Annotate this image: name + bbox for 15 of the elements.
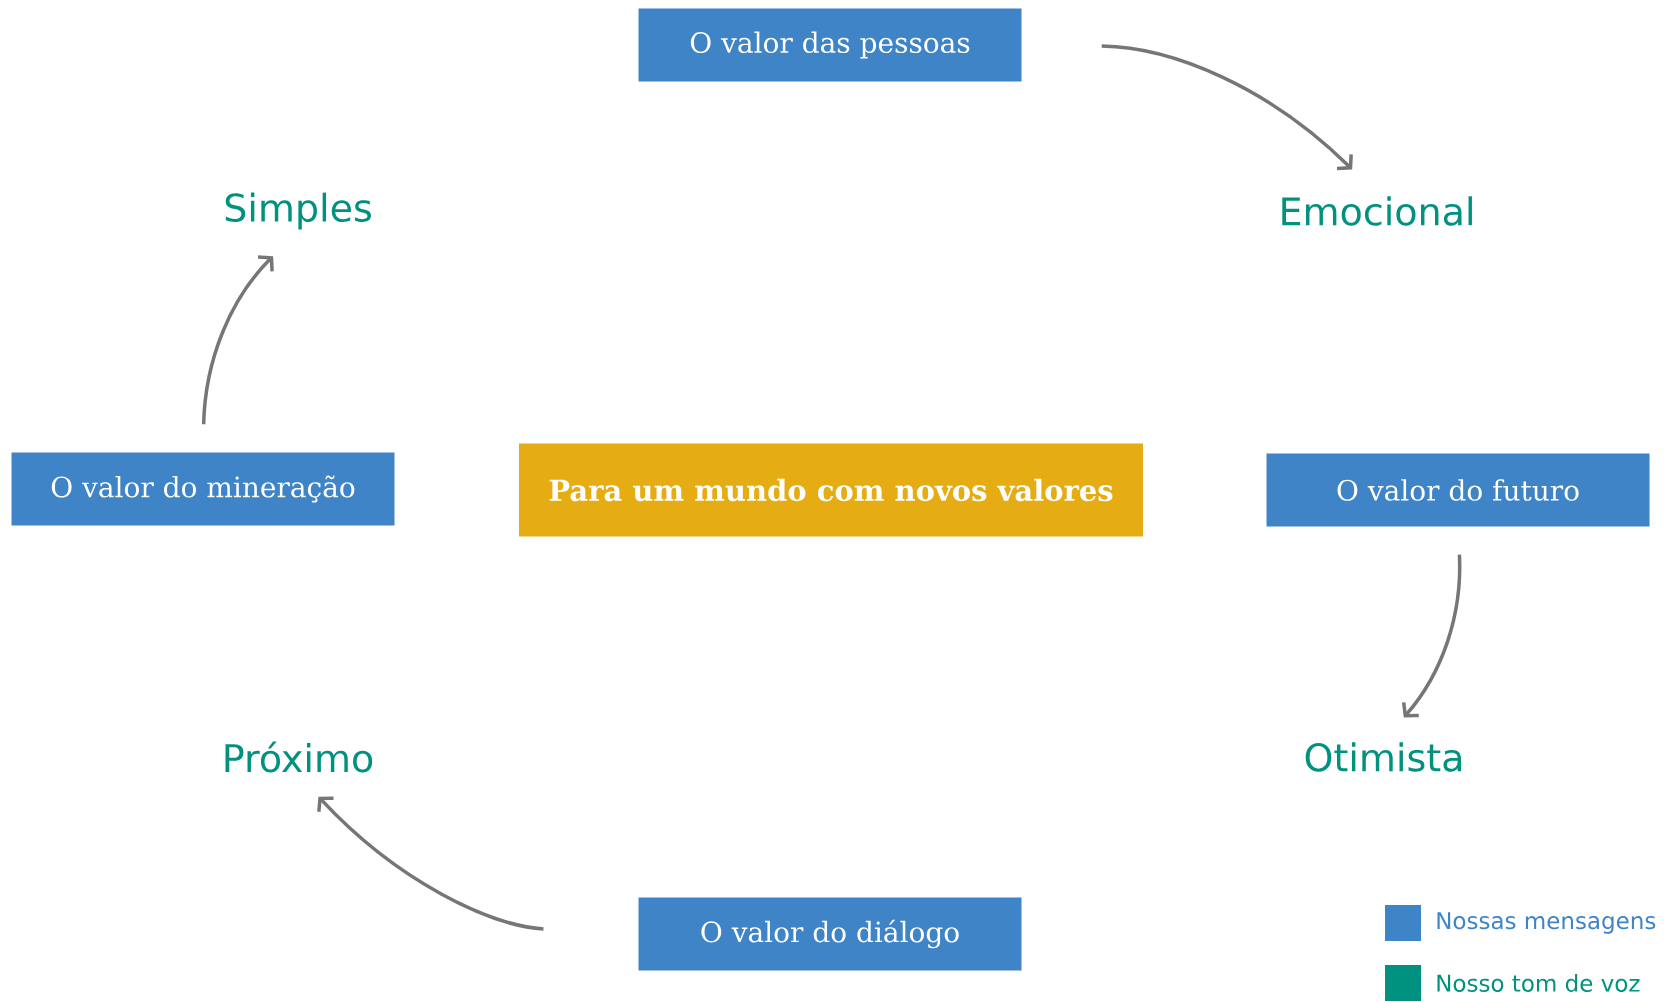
tone-word: Simples [225,192,371,230]
central-box: Para um mundo com novos valores [519,443,1143,537]
arrow [317,796,544,931]
arrow [1401,554,1462,718]
legend-label: Nossas mensagens [1437,912,1656,934]
tone-word: Otimista [1305,742,1462,772]
tone-word: Próximo [225,741,373,773]
message-box: O valor do futuro [1266,453,1650,527]
arrow [1101,44,1353,171]
message-box: O valor do diálogo [638,897,1022,971]
tone-word: Emocional [1282,196,1472,226]
legend-label: Nosso tom de voz [1437,974,1640,992]
arrow [201,255,274,425]
message-box: O valor das pessoas [638,8,1022,82]
message-box: O valor do mineração [11,452,395,526]
